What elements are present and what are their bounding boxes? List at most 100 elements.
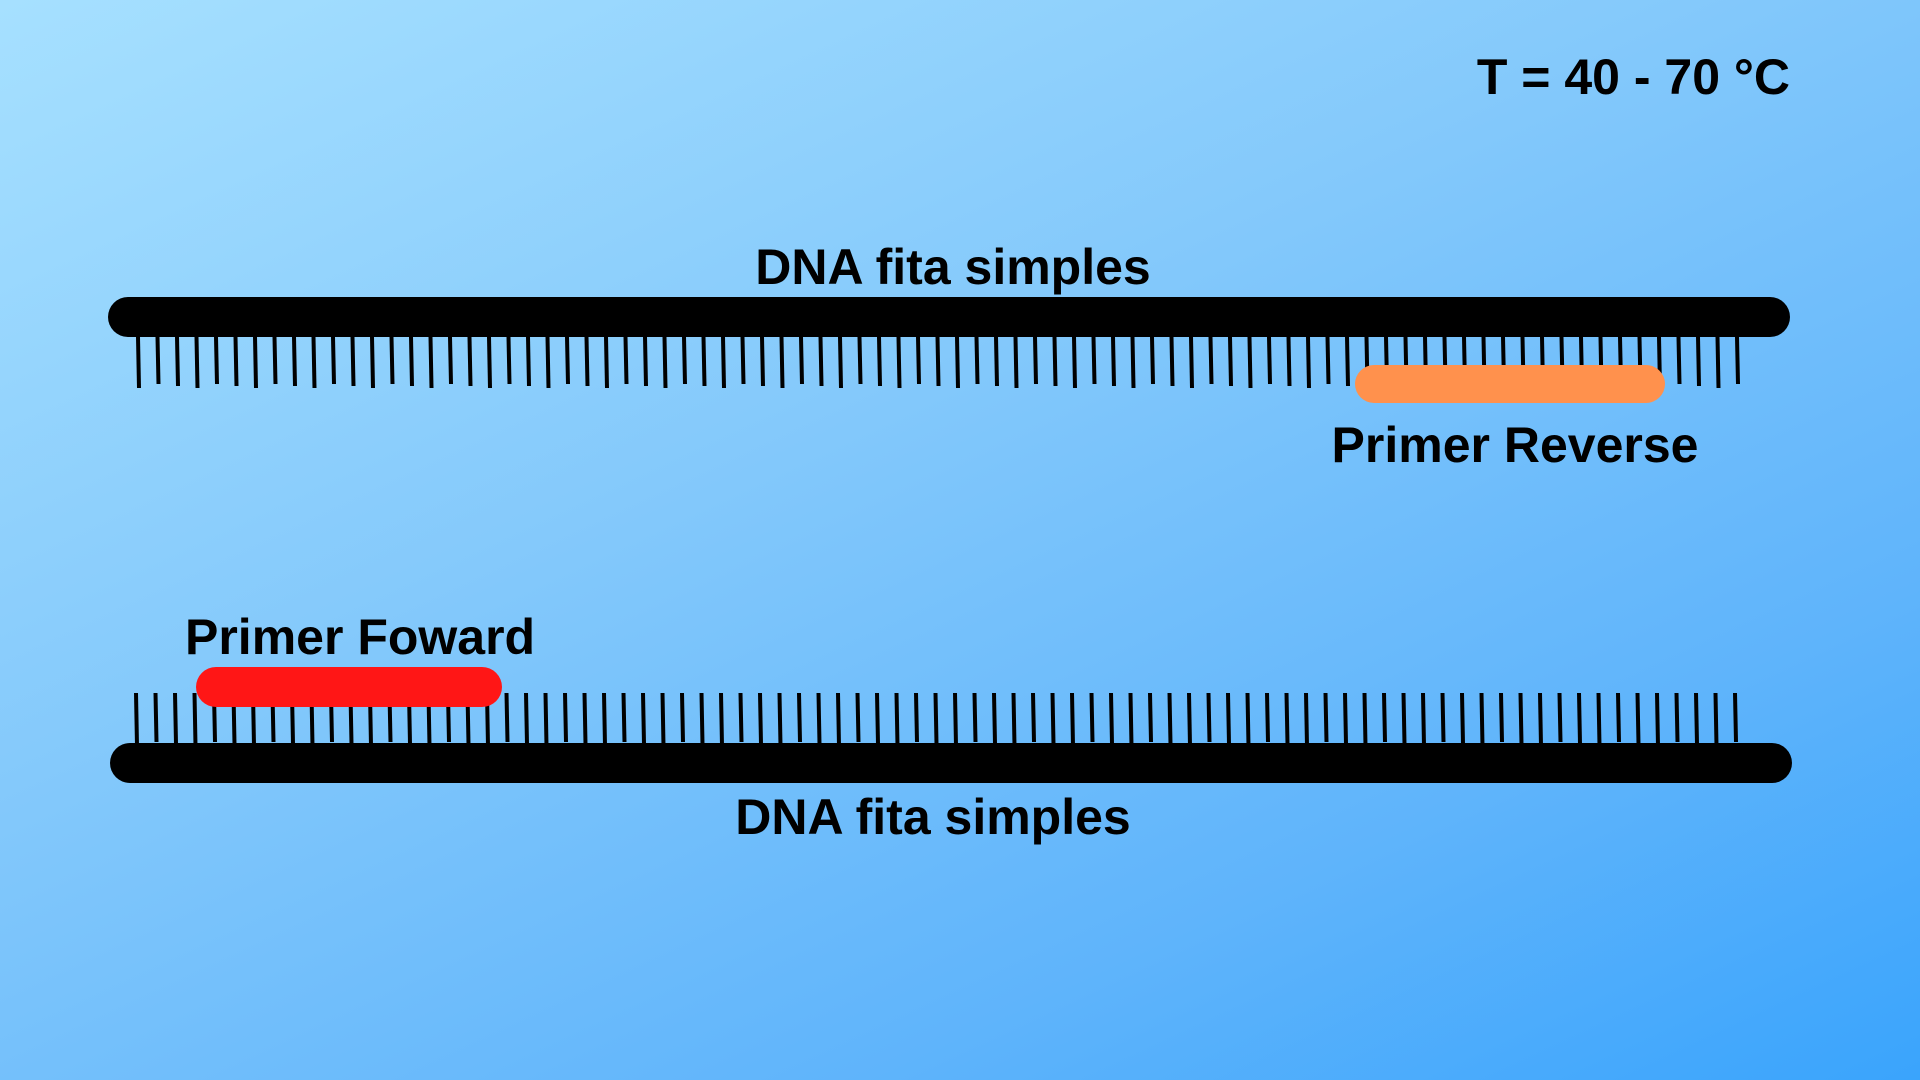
dna-base-top: [1072, 336, 1077, 389]
dna-base-top: [857, 336, 863, 385]
dna-base-bottom: [524, 692, 529, 745]
dna-base-bottom: [1323, 692, 1329, 743]
dna-base-top: [214, 336, 219, 385]
dna-base-top: [233, 336, 239, 387]
dna-base-bottom: [797, 692, 802, 743]
dna-base-bottom: [1109, 692, 1114, 745]
dna-base-top: [740, 336, 746, 385]
dna-base-bottom: [602, 692, 607, 747]
dna-base-top: [779, 336, 785, 389]
dna-base-top: [896, 336, 902, 389]
dna-base-top: [175, 336, 180, 387]
strand-top-label: DNA fita simples: [755, 239, 1151, 295]
primer-reverse-label: Primer Reverse: [1331, 417, 1699, 473]
dna-base-top: [721, 336, 726, 389]
dna-base-top: [194, 336, 200, 389]
dna-base-top: [1052, 336, 1058, 387]
dna-base-bottom: [1265, 692, 1270, 743]
dna-base-top: [994, 336, 999, 387]
temperature-label: T = 40 - 70 °C: [1476, 49, 1790, 105]
strand-bottom-label: DNA fita simples: [735, 789, 1131, 845]
dna-base-bottom: [953, 692, 958, 747]
dna-base-top: [526, 336, 531, 387]
dna-base-top: [253, 336, 258, 389]
dna-base-top: [292, 336, 297, 387]
dna-base-bottom: [699, 692, 705, 745]
dna-base-bottom: [1206, 692, 1212, 743]
dna-base-bottom: [1245, 692, 1251, 747]
dna-base-top: [1735, 336, 1740, 385]
dna-base-top: [662, 336, 668, 389]
dna-base-bottom: [1616, 692, 1621, 743]
dna-base-bottom: [621, 692, 627, 743]
dna-base-bottom: [660, 692, 666, 747]
dna-base-top: [350, 336, 356, 387]
dna-base-bottom: [1343, 692, 1348, 745]
dna-base-top: [428, 336, 434, 389]
dna-base-top: [818, 336, 824, 387]
dna-base-bottom: [1304, 692, 1309, 747]
dna-base-bottom: [1128, 692, 1134, 747]
dna-base-top: [1715, 336, 1721, 389]
dna-base-top: [643, 336, 648, 387]
dna-base-bottom: [1635, 692, 1641, 745]
dna-base-top: [1267, 336, 1272, 385]
dna-base-bottom: [1031, 692, 1036, 743]
dna-base-bottom: [855, 692, 861, 743]
dna-base-top: [1286, 336, 1292, 387]
dna-base-top: [682, 336, 687, 385]
dna-base-bottom: [1167, 692, 1173, 745]
dna-base-bottom: [1655, 692, 1660, 747]
dna-base-top: [467, 336, 473, 387]
dna-base-bottom: [992, 692, 997, 745]
dna-base-top: [760, 336, 765, 387]
dna-base-bottom: [875, 692, 880, 745]
dna-base-top: [1208, 336, 1214, 385]
dna-base-top: [955, 336, 960, 389]
dna-strand-top-bases: [136, 336, 1740, 389]
dna-base-bottom: [1382, 692, 1387, 743]
dna-base-bottom: [1187, 692, 1192, 747]
dna-base-bottom: [933, 692, 939, 745]
dna-base-top: [311, 336, 317, 389]
dna-base-bottom: [836, 692, 841, 747]
dna-base-top: [545, 336, 551, 389]
dna-base-top: [838, 336, 843, 389]
dna-base-bottom: [1713, 692, 1719, 747]
dna-base-bottom: [719, 692, 724, 747]
dna-base-bottom: [1440, 692, 1446, 743]
dna-base-top: [1130, 336, 1136, 389]
dna-base-top: [1676, 336, 1682, 385]
dna-base-top: [1033, 336, 1038, 385]
dna-base-top: [272, 336, 278, 385]
dna-base-bottom: [1421, 692, 1426, 747]
dna-base-top: [1091, 336, 1097, 385]
dna-base-bottom: [504, 692, 510, 743]
dna-base-bottom: [1362, 692, 1368, 747]
dna-base-bottom: [1674, 692, 1680, 743]
dna-base-bottom: [972, 692, 978, 743]
dna-base-top: [623, 336, 629, 385]
dna-base-bottom: [563, 692, 568, 743]
dna-base-top: [1228, 336, 1233, 387]
dna-base-top: [799, 336, 804, 385]
dna-base-bottom: [1401, 692, 1407, 745]
dna-base-top: [701, 336, 707, 387]
dna-base-bottom: [1148, 692, 1153, 743]
dna-base-top: [1247, 336, 1253, 389]
dna-base-bottom: [1518, 692, 1524, 745]
dna-base-bottom: [1577, 692, 1582, 745]
dna-base-bottom: [777, 692, 783, 747]
dna-base-bottom: [192, 692, 198, 747]
dna-base-bottom: [680, 692, 685, 743]
dna-base-top: [1111, 336, 1116, 387]
dna-base-top: [409, 336, 414, 387]
dna-base-bottom: [134, 692, 139, 747]
dna-base-top: [136, 336, 141, 389]
dna-base-top: [1345, 336, 1350, 387]
dna-base-top: [506, 336, 512, 385]
dna-base-bottom: [1733, 692, 1738, 743]
dna-base-bottom: [758, 692, 763, 745]
dna-base-top: [1325, 336, 1331, 385]
